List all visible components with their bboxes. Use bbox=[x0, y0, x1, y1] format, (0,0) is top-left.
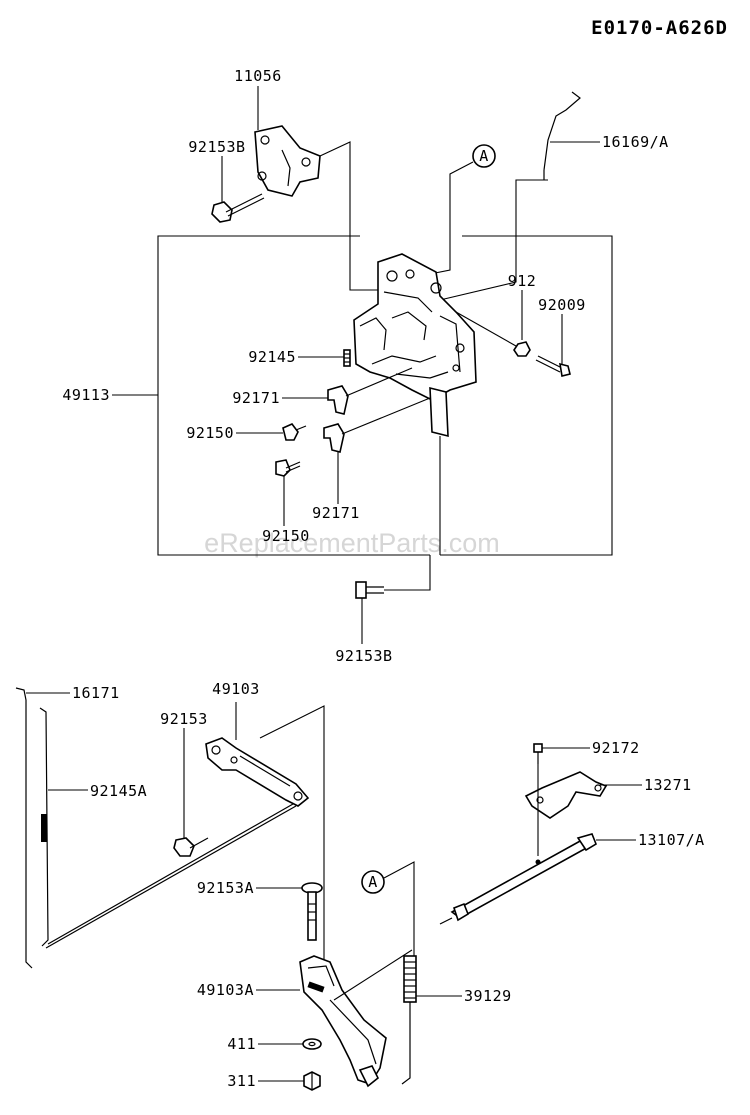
leader-clip-lower bbox=[341, 397, 431, 435]
nut-311[interactable] bbox=[303, 1071, 321, 1091]
bracket-13271[interactable] bbox=[524, 771, 608, 819]
leader-lever-assembly bbox=[259, 705, 325, 1000]
bolt-92153a[interactable] bbox=[301, 882, 323, 941]
label-16171[interactable]: 16171 bbox=[72, 684, 120, 702]
label-13107a[interactable]: 13107/A bbox=[638, 831, 705, 849]
label-92150-a[interactable]: 92150 bbox=[186, 424, 234, 442]
screw-92150-b[interactable] bbox=[275, 459, 301, 477]
label-92171-b[interactable]: 92171 bbox=[312, 504, 360, 522]
leader-49103a-to-spring bbox=[333, 949, 413, 1001]
spring-39129[interactable] bbox=[401, 955, 417, 1085]
label-49103a[interactable]: 49103A bbox=[197, 981, 254, 999]
lever-49103a[interactable] bbox=[299, 955, 387, 1088]
label-311[interactable]: 311 bbox=[227, 1072, 256, 1090]
clip-92171-upper[interactable] bbox=[327, 385, 349, 415]
bolt-92153b-top[interactable] bbox=[211, 193, 265, 223]
screw-92150-a[interactable] bbox=[282, 423, 307, 441]
leader-92153b-bottom-bolt bbox=[384, 555, 431, 591]
label-92009[interactable]: 92009 bbox=[538, 296, 586, 314]
label-92153a[interactable]: 92153A bbox=[197, 879, 254, 897]
lever-49103[interactable] bbox=[205, 737, 310, 807]
shaft-13107a[interactable] bbox=[439, 833, 597, 925]
diagram-code: E0170-A626D bbox=[591, 17, 728, 39]
label-callout-a-top: A bbox=[479, 147, 489, 165]
bolt-92009[interactable] bbox=[535, 355, 571, 377]
label-92171-a[interactable]: 92171 bbox=[232, 389, 280, 407]
clip-92171-lower[interactable] bbox=[323, 423, 345, 453]
rod-16169a[interactable] bbox=[543, 91, 581, 180]
nut-912[interactable] bbox=[513, 341, 531, 357]
label-39129[interactable]: 39129 bbox=[464, 987, 512, 1005]
label-callout-a-bottom: A bbox=[368, 873, 378, 891]
bolt-92153b-bottom[interactable] bbox=[355, 581, 384, 599]
linkage-rod-edge bbox=[45, 805, 297, 949]
leader-callout-a-bottom bbox=[383, 861, 415, 1000]
spring-92145[interactable] bbox=[343, 349, 351, 367]
label-411[interactable]: 411 bbox=[227, 1035, 256, 1053]
label-49103[interactable]: 49103 bbox=[212, 680, 260, 698]
bracket-11056[interactable] bbox=[254, 125, 321, 197]
label-92172[interactable]: 92172 bbox=[592, 739, 640, 757]
governor-plate-49113[interactable] bbox=[353, 253, 477, 401]
label-11056[interactable]: 11056 bbox=[234, 67, 282, 85]
leader-plate-to-nut bbox=[455, 311, 517, 347]
label-13271[interactable]: 13271 bbox=[644, 776, 692, 794]
leader-clip-upper bbox=[345, 367, 413, 397]
leader-11056-to-frame bbox=[319, 141, 380, 291]
spring-92145a[interactable] bbox=[39, 707, 49, 947]
bolt-92153[interactable] bbox=[173, 837, 209, 857]
screw-92172[interactable] bbox=[533, 743, 543, 764]
label-92145[interactable]: 92145 bbox=[248, 348, 296, 366]
callout-a-bottom-circle bbox=[361, 870, 385, 894]
watermark: eReplacementParts.com bbox=[204, 528, 500, 558]
rod-16171[interactable] bbox=[15, 687, 33, 969]
washer-411[interactable] bbox=[302, 1038, 322, 1050]
label-16169a[interactable]: 16169/A bbox=[602, 133, 669, 151]
plate-lower-arm bbox=[429, 386, 449, 555]
label-92145a[interactable]: 92145A bbox=[90, 782, 147, 800]
label-92150-b[interactable]: 92150 bbox=[262, 527, 310, 545]
leader-16169a-to-plate bbox=[439, 179, 548, 301]
label-92153b-bottom[interactable]: 92153B bbox=[335, 647, 392, 665]
label-912[interactable]: 912 bbox=[508, 272, 537, 290]
label-49113[interactable]: 49113 bbox=[62, 386, 110, 404]
callout-a-top-circle bbox=[472, 144, 496, 168]
label-92153[interactable]: 92153 bbox=[160, 710, 208, 728]
linkage-rod bbox=[47, 795, 307, 945]
leader-callout-a-top bbox=[419, 161, 474, 277]
label-92153b-top[interactable]: 92153B bbox=[188, 138, 245, 156]
